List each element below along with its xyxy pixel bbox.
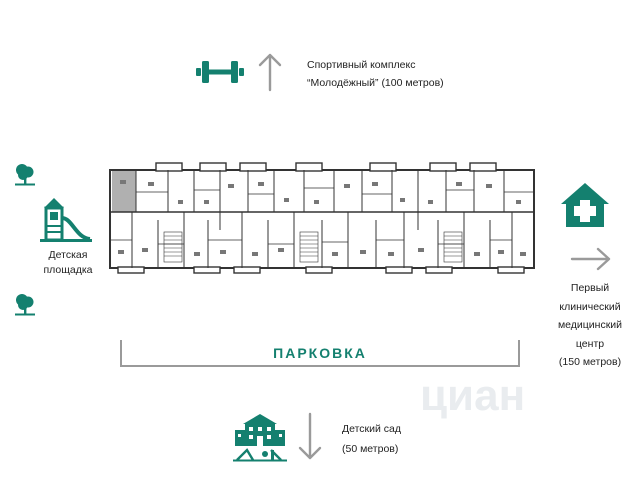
medical-label-line5: (150 метров) (558, 356, 622, 368)
sport-label-line2: “Молодёжный” (100 метров) (307, 77, 444, 89)
arrow-up-icon (258, 52, 282, 92)
watermark-text: циан (420, 371, 525, 420)
dumbbell-icon (195, 57, 245, 87)
medical-house-icon (559, 180, 611, 230)
watermark: циан (420, 362, 580, 422)
arrow-down-icon (298, 412, 322, 462)
kindergarten-icon (233, 410, 287, 462)
medical-label-line4: центр (575, 337, 605, 350)
sport-label-line1: Спортивный комплекс (307, 59, 416, 71)
medical-label-line3: медицинский (557, 319, 623, 331)
playground-label-line1: Детская (48, 249, 88, 261)
parking-label: ПАРКОВКА (273, 345, 367, 361)
tree-icon (14, 292, 36, 316)
kindergarten-label-line2: (50 метров) (342, 443, 399, 455)
playground-icon (40, 194, 92, 242)
medical-label-line2: клинический (559, 300, 621, 313)
kindergarten-label-line1: Детский сад (342, 423, 402, 435)
floor-plan (108, 160, 536, 274)
tree-icon (14, 162, 36, 186)
parking-bracket (120, 340, 520, 368)
medical-label-line1: Первый (570, 282, 610, 294)
playground-label-line2: площадка (43, 264, 93, 276)
arrow-right-icon (570, 246, 612, 272)
